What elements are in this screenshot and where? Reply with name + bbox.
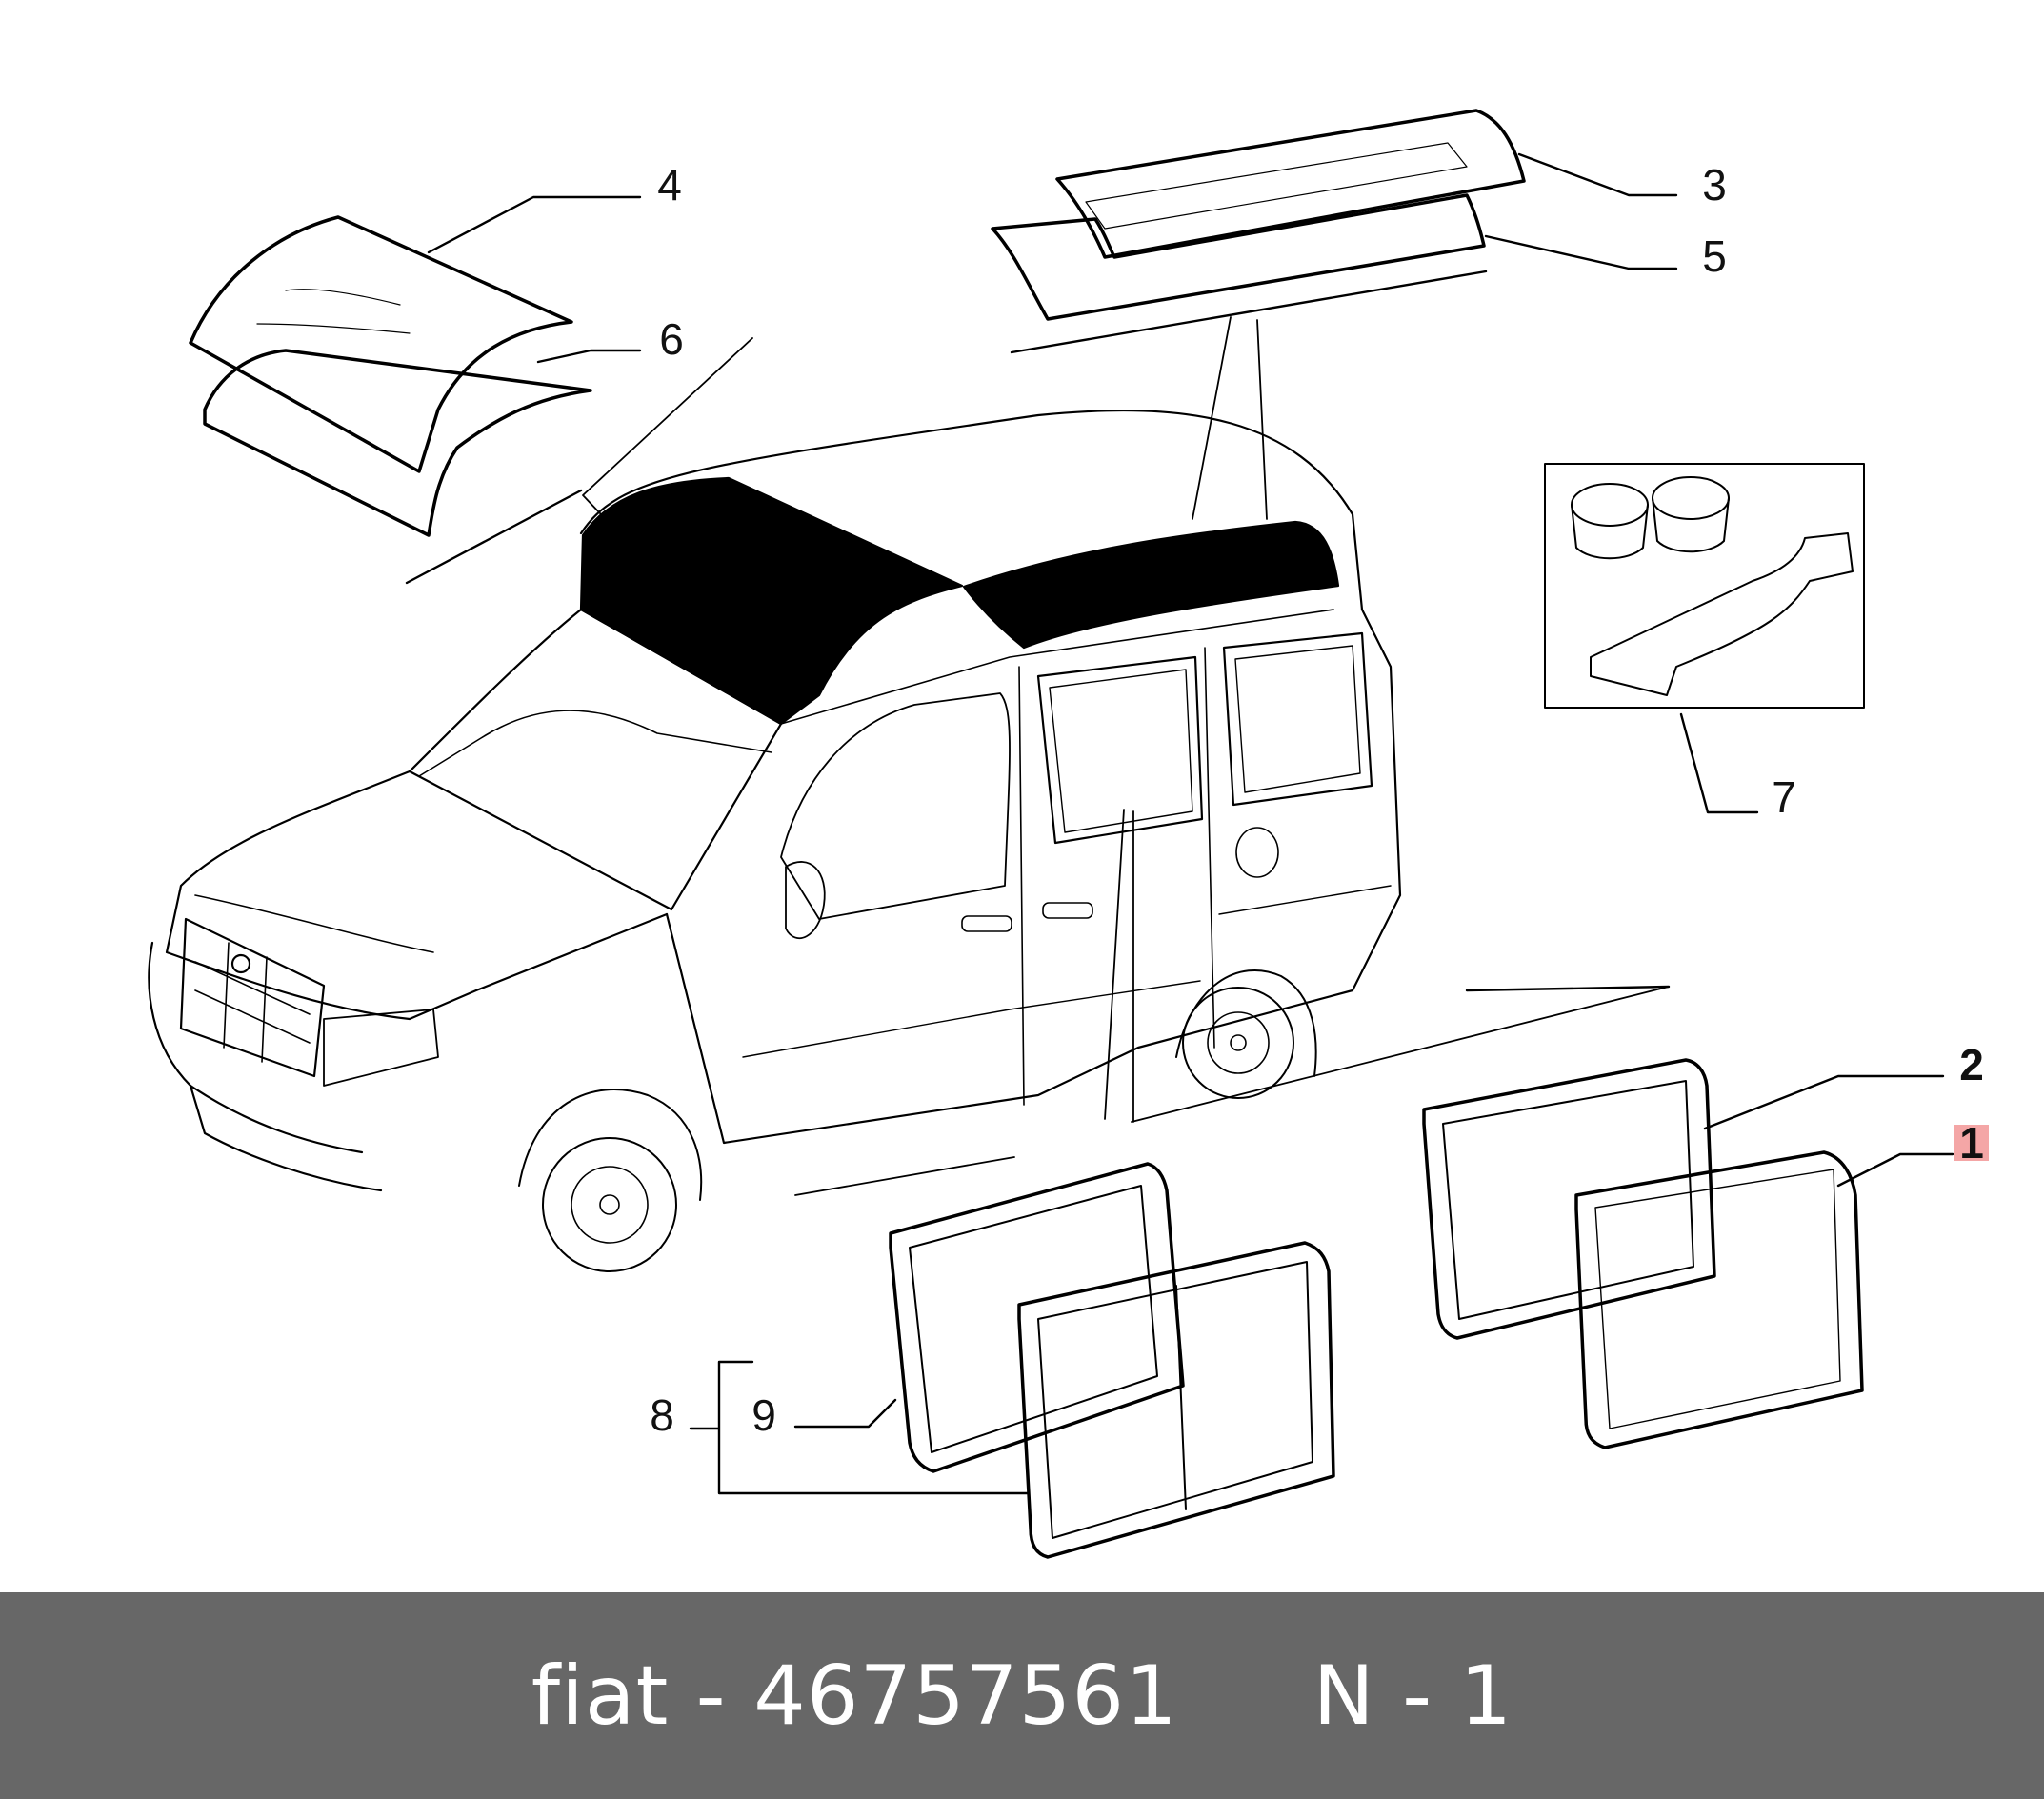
van-illustration (148, 409, 1402, 1272)
callout-5: 5 (1702, 231, 1727, 281)
footer-bar: fiat - 46757561 N - 1 (0, 1592, 2044, 1799)
callout-labels: 1 2 3 4 5 6 7 8 9 (650, 160, 1989, 1440)
part-5-seal (991, 193, 1486, 321)
sliding-door-window (1036, 655, 1204, 845)
callout-8: 8 (650, 1390, 674, 1440)
part-1-glass (1574, 1150, 1864, 1449)
callout-3: 3 (1702, 160, 1727, 210)
parts-diagram: 1 2 3 4 5 6 7 8 9 (148, 109, 1989, 1559)
footer-caption: fiat - 46757561 N - 1 (531, 1649, 1513, 1744)
callout-9: 9 (751, 1390, 776, 1440)
caption-gap (1178, 1649, 1313, 1744)
callout-6: 6 (659, 314, 684, 364)
front-roof-glass-area (579, 476, 964, 726)
highlight-box-1 (1954, 1125, 1989, 1161)
callout-2: 2 (1959, 1040, 1984, 1089)
callout-1: 1 (1959, 1118, 1984, 1168)
part-8-9-sliding-window (889, 1162, 1335, 1559)
part-8-window (1017, 1241, 1335, 1559)
callout-7: 7 (1772, 772, 1796, 822)
position-label: N - 1 (1313, 1648, 1513, 1744)
rear-quarter-window (1222, 631, 1373, 807)
rear-roof-glass-area (962, 520, 1340, 650)
part-6-seal (203, 349, 592, 537)
part-7-adhesive-kit (1544, 463, 1865, 709)
part-number: 46757561 (753, 1648, 1178, 1744)
callout-4: 4 (657, 160, 682, 210)
separator: - (669, 1648, 754, 1744)
part-9-frame (889, 1162, 1185, 1473)
exploded-view-svg: 1 2 3 4 5 6 7 8 9 (148, 109, 1989, 1559)
front-roof-glass-parts (189, 215, 592, 537)
brand-name: fiat (531, 1648, 670, 1744)
part-3-glass (1055, 109, 1526, 259)
part-4-glass (189, 215, 573, 473)
part-1-2-quarter-window (1422, 1058, 1864, 1449)
leader-lines (405, 152, 1954, 1495)
rear-roof-glass-parts (991, 109, 1526, 321)
part-2-seal (1422, 1058, 1716, 1340)
